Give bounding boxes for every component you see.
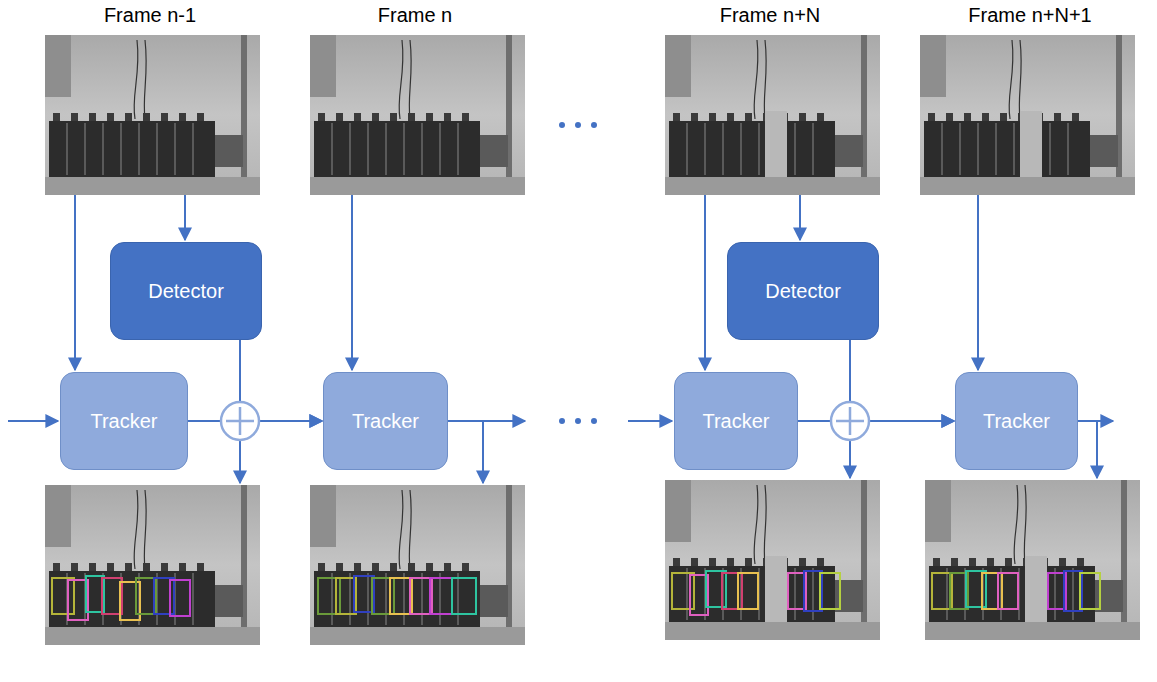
tracker-box: Tracker [674, 372, 798, 470]
sum-circle [831, 402, 869, 440]
box-label: Tracker [692, 410, 779, 433]
box-label: Tracker [973, 410, 1060, 433]
tracker-box: Tracker [323, 372, 448, 470]
box-label: Tracker [80, 410, 167, 433]
box-label: Tracker [342, 410, 429, 433]
wire [8, 195, 1113, 483]
result-image [665, 480, 880, 640]
frame-title: Frame n-1 [104, 4, 196, 27]
sum-circle [221, 402, 259, 440]
ellipsis-dots [559, 122, 597, 424]
box-label: Detector [138, 280, 234, 303]
result-image [310, 485, 525, 645]
frame-title: Frame n [378, 4, 452, 27]
frame-image [310, 35, 525, 195]
frame-image [45, 35, 260, 195]
frame-title: Frame n+N [720, 4, 821, 27]
detector-box: Detector [110, 242, 262, 340]
result-image [45, 485, 260, 645]
tracker-box: Tracker [955, 372, 1078, 470]
tracker-box: Tracker [60, 372, 188, 470]
frame-title: Frame n+N+1 [968, 4, 1091, 27]
box-label: Detector [755, 280, 851, 303]
frame-image [665, 35, 880, 195]
detector-box: Detector [727, 242, 879, 340]
result-image [925, 480, 1140, 640]
frame-image [920, 35, 1135, 195]
